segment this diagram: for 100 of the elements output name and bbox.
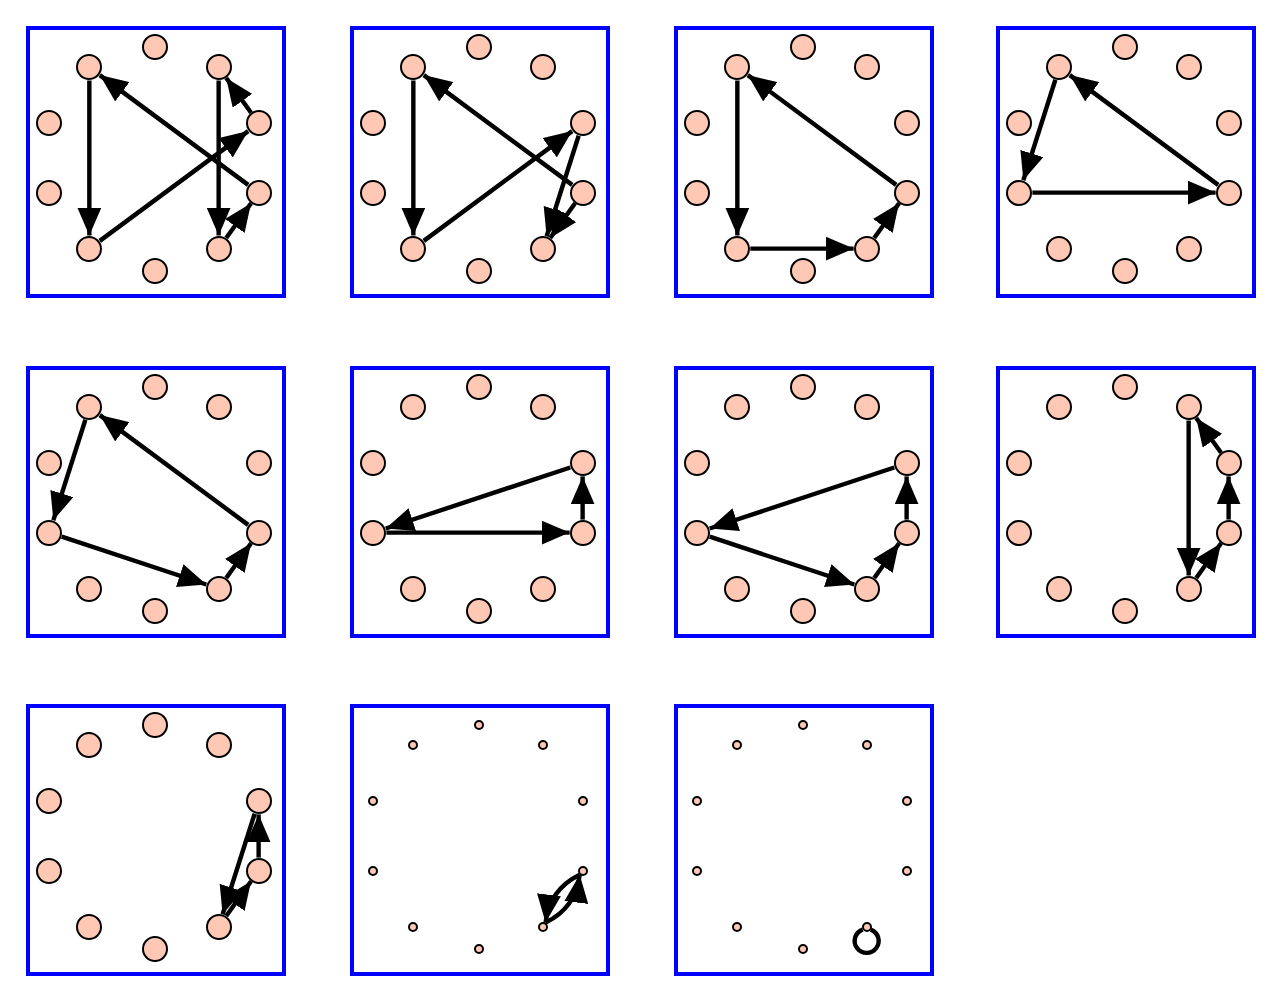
panel-frame xyxy=(26,366,286,638)
arrow xyxy=(544,874,588,925)
arrow xyxy=(98,73,250,187)
vertex-circle xyxy=(569,110,596,137)
vertex-dot xyxy=(732,740,743,751)
vertex-circle xyxy=(76,913,103,940)
vertex-circle xyxy=(853,235,880,262)
vertex-circle xyxy=(853,575,880,602)
arrow xyxy=(1216,476,1241,520)
arrow xyxy=(219,813,257,915)
vertex-circle xyxy=(465,597,491,623)
vertex-circle xyxy=(245,857,272,884)
panel-frame xyxy=(996,366,1256,638)
vertex-dot xyxy=(692,796,703,807)
arrow xyxy=(224,201,253,240)
vertex-circle xyxy=(789,257,815,283)
vertex-circle xyxy=(1111,597,1137,623)
arrow xyxy=(709,534,855,588)
vertex-circle xyxy=(245,519,272,546)
vertex-circle xyxy=(360,179,387,206)
arrow xyxy=(422,73,574,187)
panel-frame xyxy=(26,704,286,976)
vertex-circle xyxy=(1175,575,1202,602)
vertex-circle xyxy=(684,519,711,546)
vertex-circle xyxy=(529,575,556,602)
vertex-circle xyxy=(205,235,232,262)
vertex-circle xyxy=(141,711,167,737)
vertex-circle xyxy=(1215,110,1242,137)
vertex-circle xyxy=(245,450,272,477)
arrow xyxy=(98,129,250,243)
vertex-circle xyxy=(36,450,63,477)
vertex-circle xyxy=(724,235,751,262)
vertex-circle xyxy=(1006,179,1033,206)
arrow xyxy=(1176,420,1201,576)
panel-frame xyxy=(674,26,934,298)
vertex-dot xyxy=(368,865,379,876)
arrow xyxy=(1194,416,1223,455)
arrow xyxy=(224,76,253,115)
vertex-circle xyxy=(141,597,167,623)
arrow xyxy=(1020,79,1058,181)
vertex-circle xyxy=(141,33,167,59)
arrow xyxy=(872,541,901,580)
vertex-dot xyxy=(408,740,419,751)
vertex-dot xyxy=(408,921,419,932)
vertex-circle xyxy=(684,450,711,477)
vertex-circle xyxy=(1006,110,1033,137)
arrow xyxy=(50,419,88,521)
panel-frame xyxy=(674,366,934,638)
arrow xyxy=(872,201,901,240)
arrow xyxy=(894,476,919,520)
vertex-dot xyxy=(901,796,912,807)
vertex-circle xyxy=(569,519,596,546)
vertex-dot xyxy=(537,921,548,932)
vertex-circle xyxy=(245,179,272,206)
vertex-circle xyxy=(245,788,272,815)
vertex-circle xyxy=(400,394,427,421)
vertex-dot xyxy=(692,865,703,876)
vertex-circle xyxy=(853,54,880,81)
vertex-circle xyxy=(529,54,556,81)
arrow xyxy=(570,476,595,520)
vertex-circle xyxy=(529,394,556,421)
vertex-circle xyxy=(893,450,920,477)
arrow xyxy=(386,520,570,545)
arrow xyxy=(385,465,571,532)
arrow xyxy=(224,541,253,580)
vertex-circle xyxy=(36,788,63,815)
vertex-circle xyxy=(141,257,167,283)
arrow xyxy=(224,879,253,918)
vertex-circle xyxy=(1046,235,1073,262)
vertex-dot xyxy=(861,921,872,932)
vertex-circle xyxy=(141,373,167,399)
vertex-circle xyxy=(245,110,272,137)
arrow xyxy=(750,236,854,261)
vertex-circle xyxy=(1006,519,1033,546)
vertex-circle xyxy=(1046,575,1073,602)
arrow xyxy=(725,80,750,236)
panel-frame xyxy=(350,704,610,976)
vertex-circle xyxy=(205,394,232,421)
vertex-circle xyxy=(400,235,427,262)
vertex-circle xyxy=(684,179,711,206)
vertex-dot xyxy=(861,740,872,751)
vertex-circle xyxy=(465,373,491,399)
vertex-dot xyxy=(577,865,588,876)
vertex-circle xyxy=(789,373,815,399)
vertex-dot xyxy=(368,796,379,807)
vertex-circle xyxy=(684,110,711,137)
vertex-circle xyxy=(76,394,103,421)
vertex-circle xyxy=(36,519,63,546)
panel-frame xyxy=(674,704,934,976)
arrow xyxy=(543,135,581,237)
vertex-circle xyxy=(141,935,167,961)
vertex-circle xyxy=(465,33,491,59)
arrow xyxy=(1068,73,1220,187)
vertex-circle xyxy=(76,54,103,81)
vertex-circle xyxy=(1046,394,1073,421)
vertex-circle xyxy=(1175,54,1202,81)
vertex-circle xyxy=(893,110,920,137)
arrow xyxy=(422,129,574,243)
arrow xyxy=(548,201,577,240)
vertex-circle xyxy=(1111,33,1137,59)
